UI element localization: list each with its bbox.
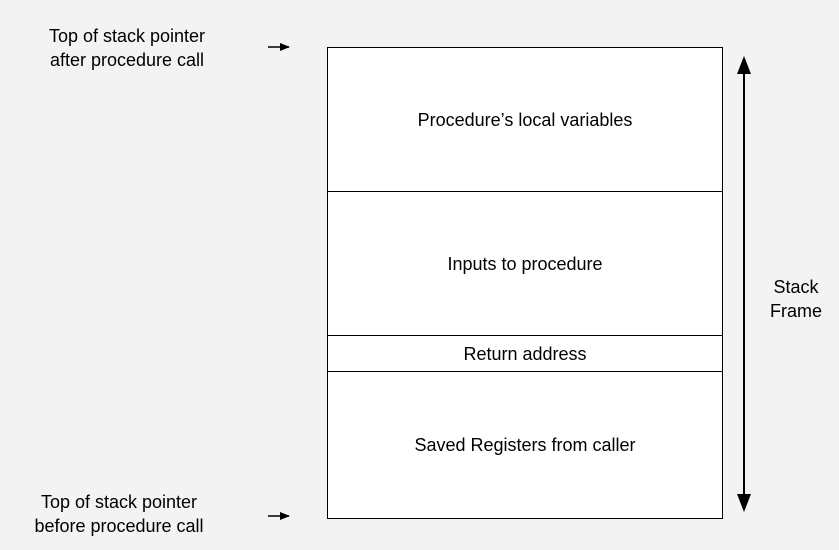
top-pointer-after-call-label: Top of stack pointer after procedure cal… [22,24,232,72]
top-pointer-before-line-2: before procedure call [34,516,204,536]
stack-frame-line-2: Frame [769,301,822,321]
top-pointer-after-line-1: Top of stack pointer [48,26,206,46]
local-variables-section: Procedure’s local variables [417,109,633,130]
top-pointer-before-line-1: Top of stack pointer [40,492,198,512]
inputs-section: Inputs to procedure [328,191,722,336]
stack-frame-span-arrow [737,56,751,512]
return-address-section: Return address [328,335,722,372]
stack-frame-box: Procedure’s local variables Inputs to pr… [327,47,723,519]
top-pointer-before-call-label: Top of stack pointer before procedure ca… [14,490,224,538]
stack-frame-line-1: Stack [773,277,819,297]
stack-frame-label: Stack Frame [758,275,834,323]
saved-registers-section: Saved Registers from caller [328,371,722,519]
top-pointer-after-line-2: after procedure call [49,50,205,70]
